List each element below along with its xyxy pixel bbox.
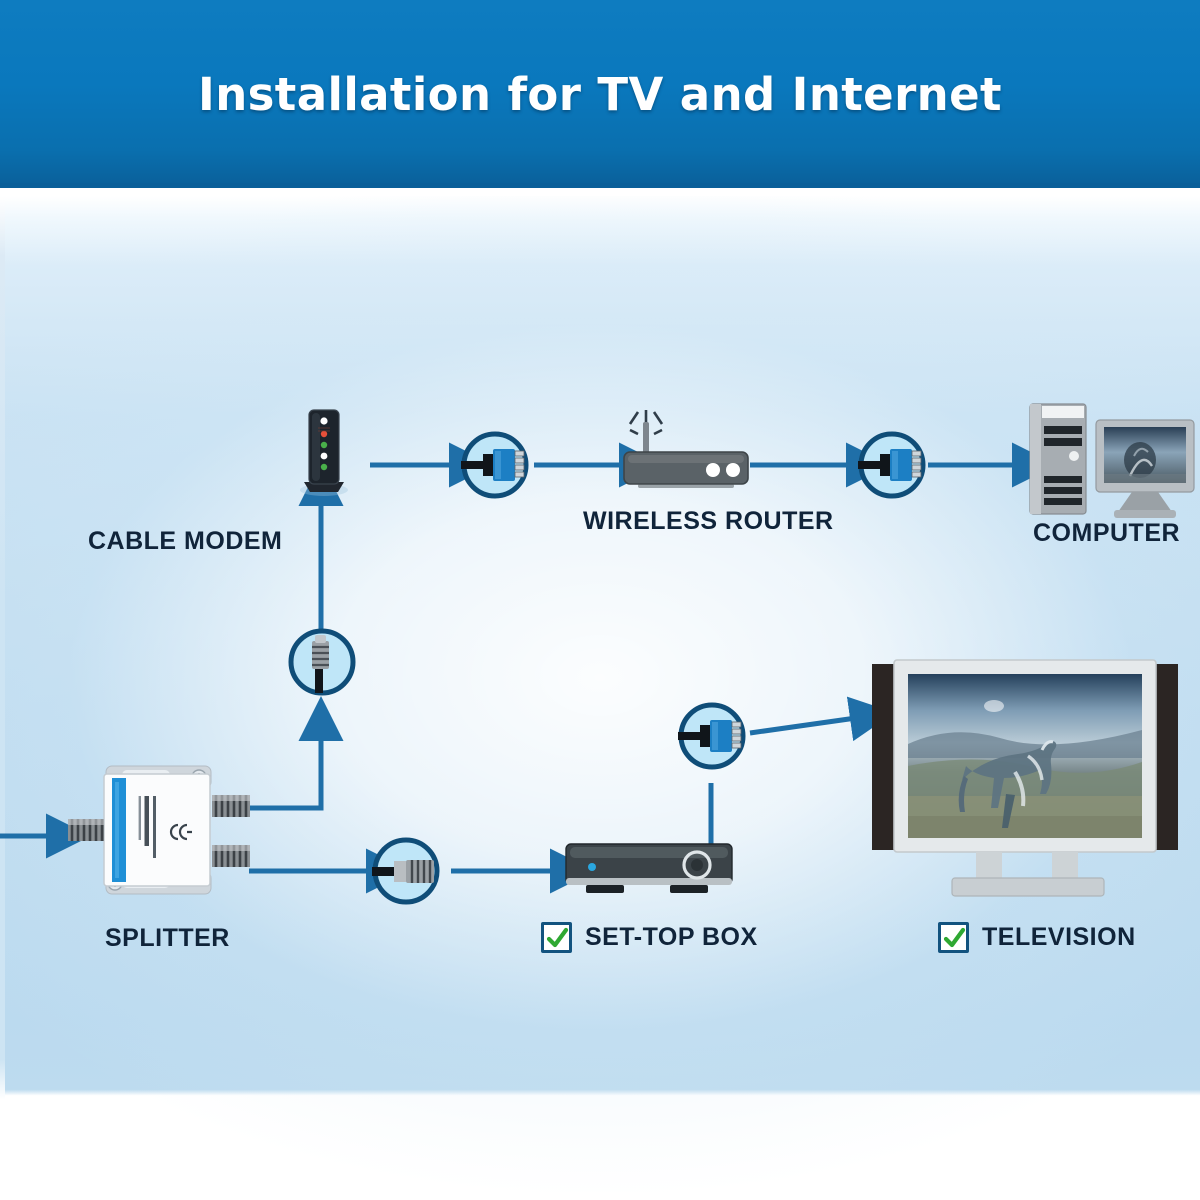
computer-label: COMPUTER bbox=[1033, 519, 1181, 547]
splitter-label: SPLITTER bbox=[105, 924, 230, 952]
splitter-output-port-top bbox=[212, 795, 250, 817]
ethernet-plug-icon-stb-out bbox=[678, 702, 746, 770]
ethernet-plug-icon-modem-out bbox=[461, 431, 529, 499]
television-checkbox[interactable] bbox=[938, 922, 969, 953]
splitter-output-port-bottom bbox=[212, 845, 250, 867]
tv-screen-image bbox=[958, 740, 1057, 828]
desktop-computer-icon bbox=[1029, 403, 1195, 518]
check-icon bbox=[546, 927, 569, 948]
flow-splitter-to-coax-connector bbox=[249, 696, 344, 811]
ethernet-plug-icon-router-out bbox=[858, 431, 926, 499]
canvas-left-edge bbox=[0, 196, 5, 1200]
header-banner: Installation for TV and Internet bbox=[0, 0, 1200, 188]
television-check-row: TELEVISION bbox=[938, 922, 1136, 953]
wifi-signal-icon bbox=[628, 410, 664, 436]
cable-modem-label: CABLE MODEM bbox=[88, 527, 283, 555]
set-top-box-icon bbox=[565, 843, 733, 893]
television-icon bbox=[872, 659, 1178, 897]
set-top-box-check-row: SET-TOP BOX bbox=[541, 922, 758, 953]
wireless-router-label: WIRELESS ROUTER bbox=[583, 507, 834, 535]
computer-tower bbox=[1029, 403, 1087, 515]
set-top-box-label: SET-TOP BOX bbox=[585, 923, 758, 951]
cable-modem-icon bbox=[300, 409, 348, 496]
set-top-box-checkbox[interactable] bbox=[541, 922, 572, 953]
check-icon bbox=[943, 927, 966, 948]
coax-splitter-icon bbox=[68, 765, 250, 895]
flow-hdmi-to-television bbox=[749, 696, 895, 742]
wireless-router-icon bbox=[623, 410, 749, 488]
coax-connector-vertical-icon bbox=[288, 628, 356, 696]
splitter-input-port bbox=[68, 819, 104, 841]
splitter-body bbox=[93, 773, 222, 887]
coax-connector-horizontal-icon bbox=[372, 837, 440, 905]
banner-underline bbox=[0, 183, 1200, 188]
television-label: TELEVISION bbox=[982, 923, 1136, 951]
computer-monitor bbox=[1095, 419, 1195, 518]
page-title: Installation for TV and Internet bbox=[198, 67, 1002, 121]
